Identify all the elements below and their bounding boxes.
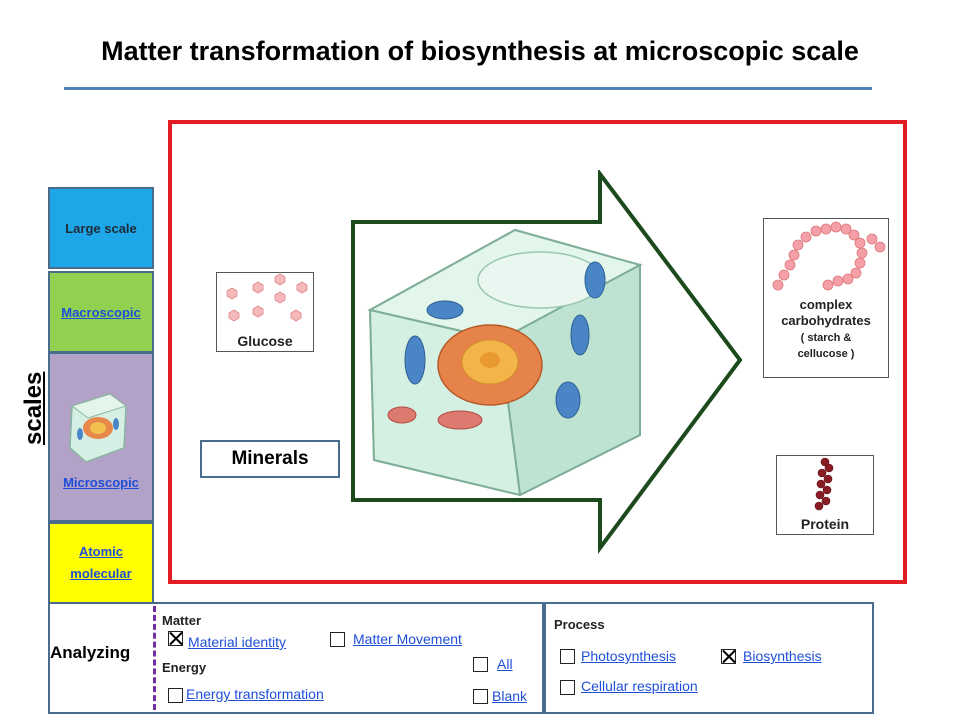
matter-label: Matter bbox=[162, 613, 202, 628]
scale-macroscopic-link[interactable]: Macroscopic bbox=[61, 304, 141, 320]
material-identity-checkbox[interactable] bbox=[168, 631, 183, 646]
plant-cell-image bbox=[367, 228, 643, 497]
energy-transformation-checkbox[interactable] bbox=[168, 688, 183, 703]
minerals-box: Minerals bbox=[200, 440, 340, 478]
all-link[interactable]: All bbox=[497, 656, 513, 672]
analyzing-divider bbox=[153, 606, 156, 710]
photosynthesis-link[interactable]: Photosynthesis bbox=[581, 648, 676, 664]
title-divider bbox=[64, 87, 872, 90]
biosynthesis-link[interactable]: Biosynthesis bbox=[743, 648, 822, 664]
protein-chain bbox=[814, 457, 834, 511]
cellular-respiration-link[interactable]: Cellular respiration bbox=[581, 678, 698, 694]
carbohydrates-image: complex carbohydrates ( starch & celluco… bbox=[763, 218, 889, 378]
photosynthesis-checkbox[interactable] bbox=[560, 649, 575, 664]
all-checkbox[interactable] bbox=[473, 657, 488, 672]
scale-atomic[interactable]: Atomic molecular bbox=[48, 522, 154, 604]
energy-transformation-link[interactable]: Energy transformation bbox=[186, 686, 324, 702]
protein-image: Protein bbox=[776, 455, 874, 535]
process-arrow bbox=[351, 170, 743, 555]
biosynthesis-checkbox[interactable] bbox=[721, 649, 736, 664]
carbohydrates-caption-2: carbohydrates bbox=[781, 313, 871, 328]
scale-microscopic-link[interactable]: Microscopic bbox=[63, 475, 139, 490]
cellular-respiration-checkbox[interactable] bbox=[560, 680, 575, 695]
page-title: Matter transformation of biosynthesis at… bbox=[101, 36, 859, 66]
matter-movement-link[interactable]: Matter Movement bbox=[353, 631, 462, 647]
protein-caption: Protein bbox=[800, 516, 850, 532]
scale-macroscopic[interactable]: Macroscopic bbox=[48, 271, 154, 353]
glucose-caption: Glucose bbox=[237, 333, 293, 349]
scale-atomic-link[interactable]: Atomic molecular bbox=[70, 544, 132, 581]
material-identity-link[interactable]: Material identity bbox=[188, 634, 287, 650]
carbohydrates-caption-3: ( starch & bbox=[800, 332, 852, 344]
glucose-image: Glucose bbox=[216, 272, 314, 352]
scale-microscopic[interactable]: Microscopic bbox=[48, 352, 154, 522]
carbohydrates-caption-4: cellucose ) bbox=[797, 348, 855, 360]
analyzing-label: Analyzing bbox=[50, 643, 131, 662]
scale-large-label: Large scale bbox=[65, 220, 137, 236]
energy-label: Energy bbox=[162, 660, 207, 675]
mini-cell-image bbox=[69, 393, 128, 463]
scale-large[interactable]: Large scale bbox=[48, 187, 154, 269]
process-label: Process bbox=[554, 617, 605, 632]
carbohydrate-chain bbox=[772, 221, 886, 291]
blank-checkbox[interactable] bbox=[473, 689, 488, 704]
process-panel bbox=[544, 602, 874, 714]
matter-movement-checkbox[interactable] bbox=[330, 632, 345, 647]
carbohydrates-caption-1: complex bbox=[799, 297, 853, 312]
analyzing-panel bbox=[48, 602, 544, 714]
blank-link[interactable]: Blank bbox=[492, 688, 528, 704]
glucose-molecules bbox=[226, 273, 308, 322]
